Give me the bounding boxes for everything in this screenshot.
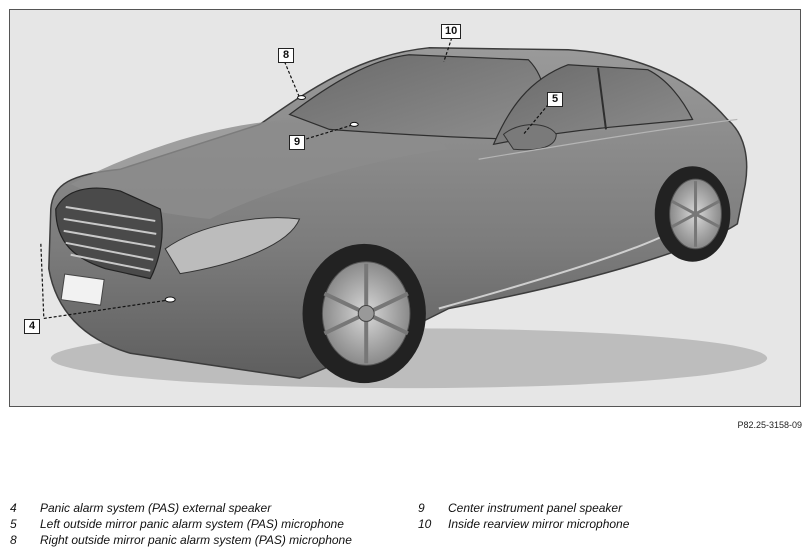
legend-text: Center instrument panel speaker (448, 501, 623, 515)
legend-text: Inside rearview mirror microphone (448, 517, 630, 531)
callout-4: 4 (24, 319, 40, 334)
vehicle-figure: 8 10 5 9 4 (9, 9, 801, 407)
legend-item: 4 Panic alarm system (PAS) external speak… (10, 501, 271, 515)
legend-item: 5 Left outside mirror panic alarm system … (10, 517, 344, 531)
legend-text: Right outside mirror panic alarm system … (40, 533, 352, 547)
legend-text: Panic alarm system (PAS) external speake… (40, 501, 272, 515)
car-illustration (40, 37, 768, 389)
legend-number: 8 (10, 533, 17, 547)
figure-code: P82.25-3158-09 (737, 420, 802, 430)
callout-8: 8 (278, 48, 294, 63)
callout-9: 9 (289, 135, 305, 150)
legend-number: 9 (418, 501, 425, 515)
legend-number: 5 (10, 517, 17, 531)
legend-item: 9 Center instrument panel speaker (418, 501, 622, 515)
callout-10: 10 (441, 24, 462, 39)
legend-text: Left outside mirror panic alarm system (… (40, 517, 344, 531)
legend-item: 10 Inside rearview mirror microphone (418, 517, 629, 531)
callout-5: 5 (547, 92, 563, 107)
legend-number: 4 (10, 501, 17, 515)
legend-number: 10 (418, 517, 432, 531)
legend-item: 8 Right outside mirror panic alarm system… (10, 533, 352, 547)
